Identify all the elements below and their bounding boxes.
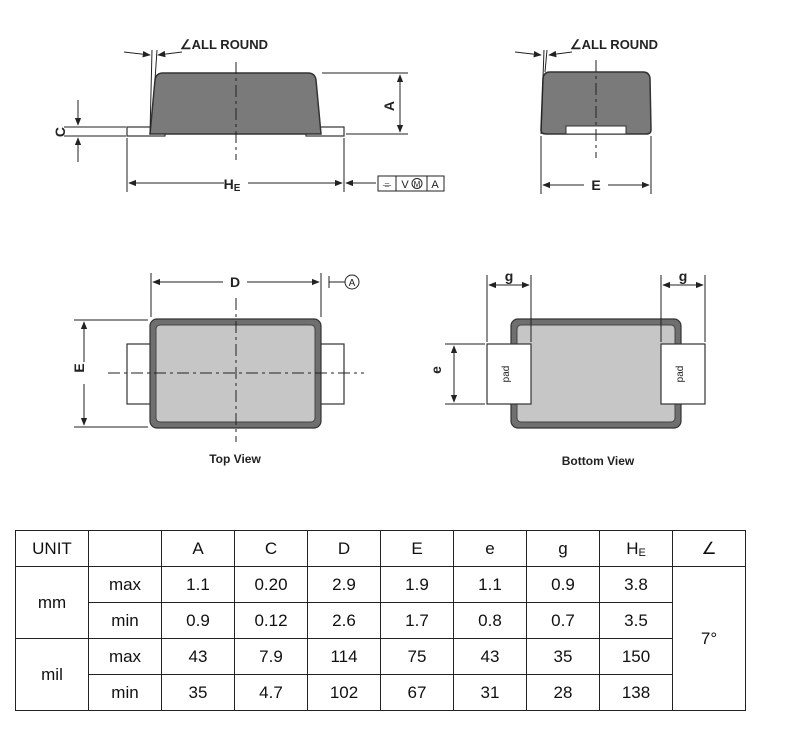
value-cell: 4.7 [234, 674, 308, 711]
value-cell: 0.9 [161, 602, 235, 639]
value-cell: 150 [599, 638, 673, 675]
unit-cell: mil [15, 638, 89, 711]
angle-line [149, 49, 153, 135]
dim-g-left-label: g [505, 268, 514, 284]
datum-symbol [344, 274, 360, 290]
value-cell: 0.8 [453, 602, 527, 639]
bottom-view-caption: Bottom View [562, 454, 635, 468]
header-cell: C [234, 530, 308, 567]
angle-arrow [514, 50, 542, 58]
svg-text:⌯: ⌯ [383, 179, 392, 191]
value-cell: 0.7 [526, 602, 600, 639]
svg-text:V: V [401, 179, 409, 191]
end-view: ∠ALL ROUND E [514, 37, 658, 194]
header-cell: E [380, 530, 454, 567]
value-cell: 43 [161, 638, 235, 675]
row-label: min [88, 602, 162, 639]
angle-arrow [123, 50, 151, 58]
angle-line [544, 49, 548, 73]
value-cell: 7.9 [234, 638, 308, 675]
dim-HE-label: HE [224, 176, 241, 194]
header-cell [88, 530, 162, 567]
header-cell: g [526, 530, 600, 567]
value-cell: 138 [599, 674, 673, 711]
angle-line [154, 49, 158, 81]
value-cell: 1.1 [161, 566, 235, 603]
value-cell: 0.20 [234, 566, 308, 603]
angle-arrow [548, 50, 573, 58]
package-outline-drawing: ∠ALL ROUND A C HE ⌯ V M A [52, 37, 706, 468]
value-cell: 35 [161, 674, 235, 711]
angle-value-cell: 7° [672, 566, 746, 711]
value-cell: 1.9 [380, 566, 454, 603]
value-cell: 75 [380, 638, 454, 675]
dim-g-right-label: g [679, 268, 688, 284]
datum-label: A [349, 278, 356, 289]
package-bottom-face [516, 324, 676, 423]
table-row: min 0.9 0.12 2.6 1.7 0.8 0.7 3.5 [16, 602, 746, 639]
value-cell: 35 [526, 638, 600, 675]
header-cell: HE [599, 530, 673, 567]
dim-D-label: D [230, 274, 240, 290]
row-label: max [88, 566, 162, 603]
svg-text:A: A [431, 179, 439, 191]
value-cell: 1.1 [453, 566, 527, 603]
left-pad-label: pad [501, 366, 512, 383]
dim-A-label: A [381, 101, 397, 111]
header-cell: UNIT [15, 530, 89, 567]
value-cell: 1.7 [380, 602, 454, 639]
header-cell: e [453, 530, 527, 567]
package-body [540, 71, 652, 135]
table-row: mil max 43 7.9 114 75 43 35 150 [15, 638, 746, 711]
value-cell: 2.6 [307, 602, 381, 639]
value-cell: 67 [380, 674, 454, 711]
angle-line [540, 49, 545, 135]
right-pad [660, 343, 706, 405]
angle-arrow [157, 50, 183, 58]
dimension-table: UNIT A C D E e g HE ∠ mm max 1.1 0.20 2.… [15, 530, 746, 711]
value-cell: 43 [453, 638, 527, 675]
value-cell: 114 [307, 638, 381, 675]
row-label: min [88, 674, 162, 711]
value-cell: 0.9 [526, 566, 600, 603]
angle-note: ∠ALL ROUND [570, 37, 658, 52]
unit-cell: mm [15, 566, 89, 639]
value-cell: 3.5 [599, 602, 673, 639]
svg-text:M: M [414, 180, 421, 189]
dim-E-label: E [591, 177, 600, 193]
angle-note: ∠ALL ROUND [180, 37, 268, 52]
value-cell: 2.9 [307, 566, 381, 603]
bottom-view: pad pad g g e Bottom View [428, 268, 706, 468]
header-cell: A [161, 530, 235, 567]
dim-C-label: C [52, 127, 68, 137]
header-cell: D [307, 530, 381, 567]
header-cell: ∠ [672, 530, 746, 567]
table-header-row: UNIT A C D E e g HE ∠ [15, 530, 746, 567]
table-row: min 35 4.7 102 67 31 28 138 [16, 674, 746, 711]
value-cell: 102 [307, 674, 381, 711]
right-pad-label: pad [675, 366, 686, 383]
value-cell: 3.8 [599, 566, 673, 603]
dim-E-label: E [71, 363, 87, 372]
value-cell: 31 [453, 674, 527, 711]
left-pad [486, 343, 532, 405]
top-view: D A E Top View [71, 273, 364, 466]
tolerance-frame: ⌯ V M A [377, 175, 445, 192]
row-label: max [88, 638, 162, 675]
top-view-caption: Top View [209, 452, 261, 466]
value-cell: 28 [526, 674, 600, 711]
table-row: mm max 1.1 0.20 2.9 1.9 1.1 0.9 3.8 7° [15, 566, 746, 711]
side-view: ∠ALL ROUND A C HE ⌯ V M A [52, 37, 445, 194]
dim-e-label: e [428, 366, 444, 374]
value-cell: 0.12 [234, 602, 308, 639]
